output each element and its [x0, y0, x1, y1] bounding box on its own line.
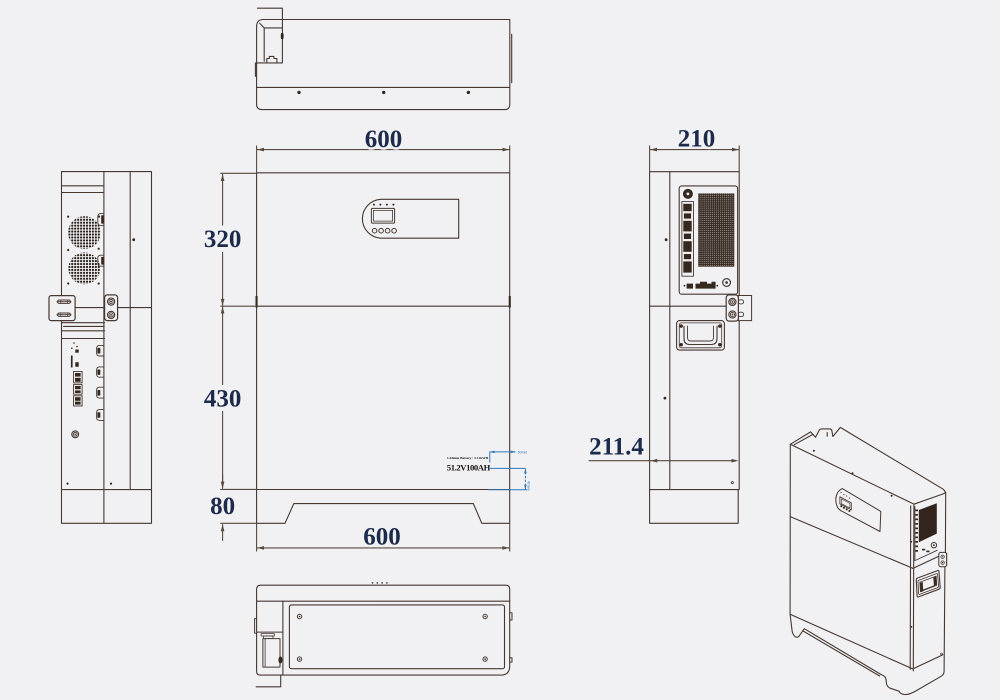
- svg-text:211.4: 211.4: [589, 434, 644, 461]
- svg-text:51.2V100AH: 51.2V100AH: [447, 462, 491, 472]
- svg-text:60mm: 60mm: [518, 450, 528, 454]
- svg-text:Lithium Battery : 5.12kWH: Lithium Battery : 5.12kWH: [447, 456, 488, 460]
- svg-text:80: 80: [210, 493, 235, 520]
- svg-text:600: 600: [365, 126, 403, 153]
- svg-text:430: 430: [204, 386, 242, 413]
- svg-text:210: 210: [678, 126, 716, 153]
- svg-text:40mm: 40mm: [527, 481, 531, 491]
- svg-text:600: 600: [363, 524, 401, 551]
- svg-text:320: 320: [204, 226, 242, 253]
